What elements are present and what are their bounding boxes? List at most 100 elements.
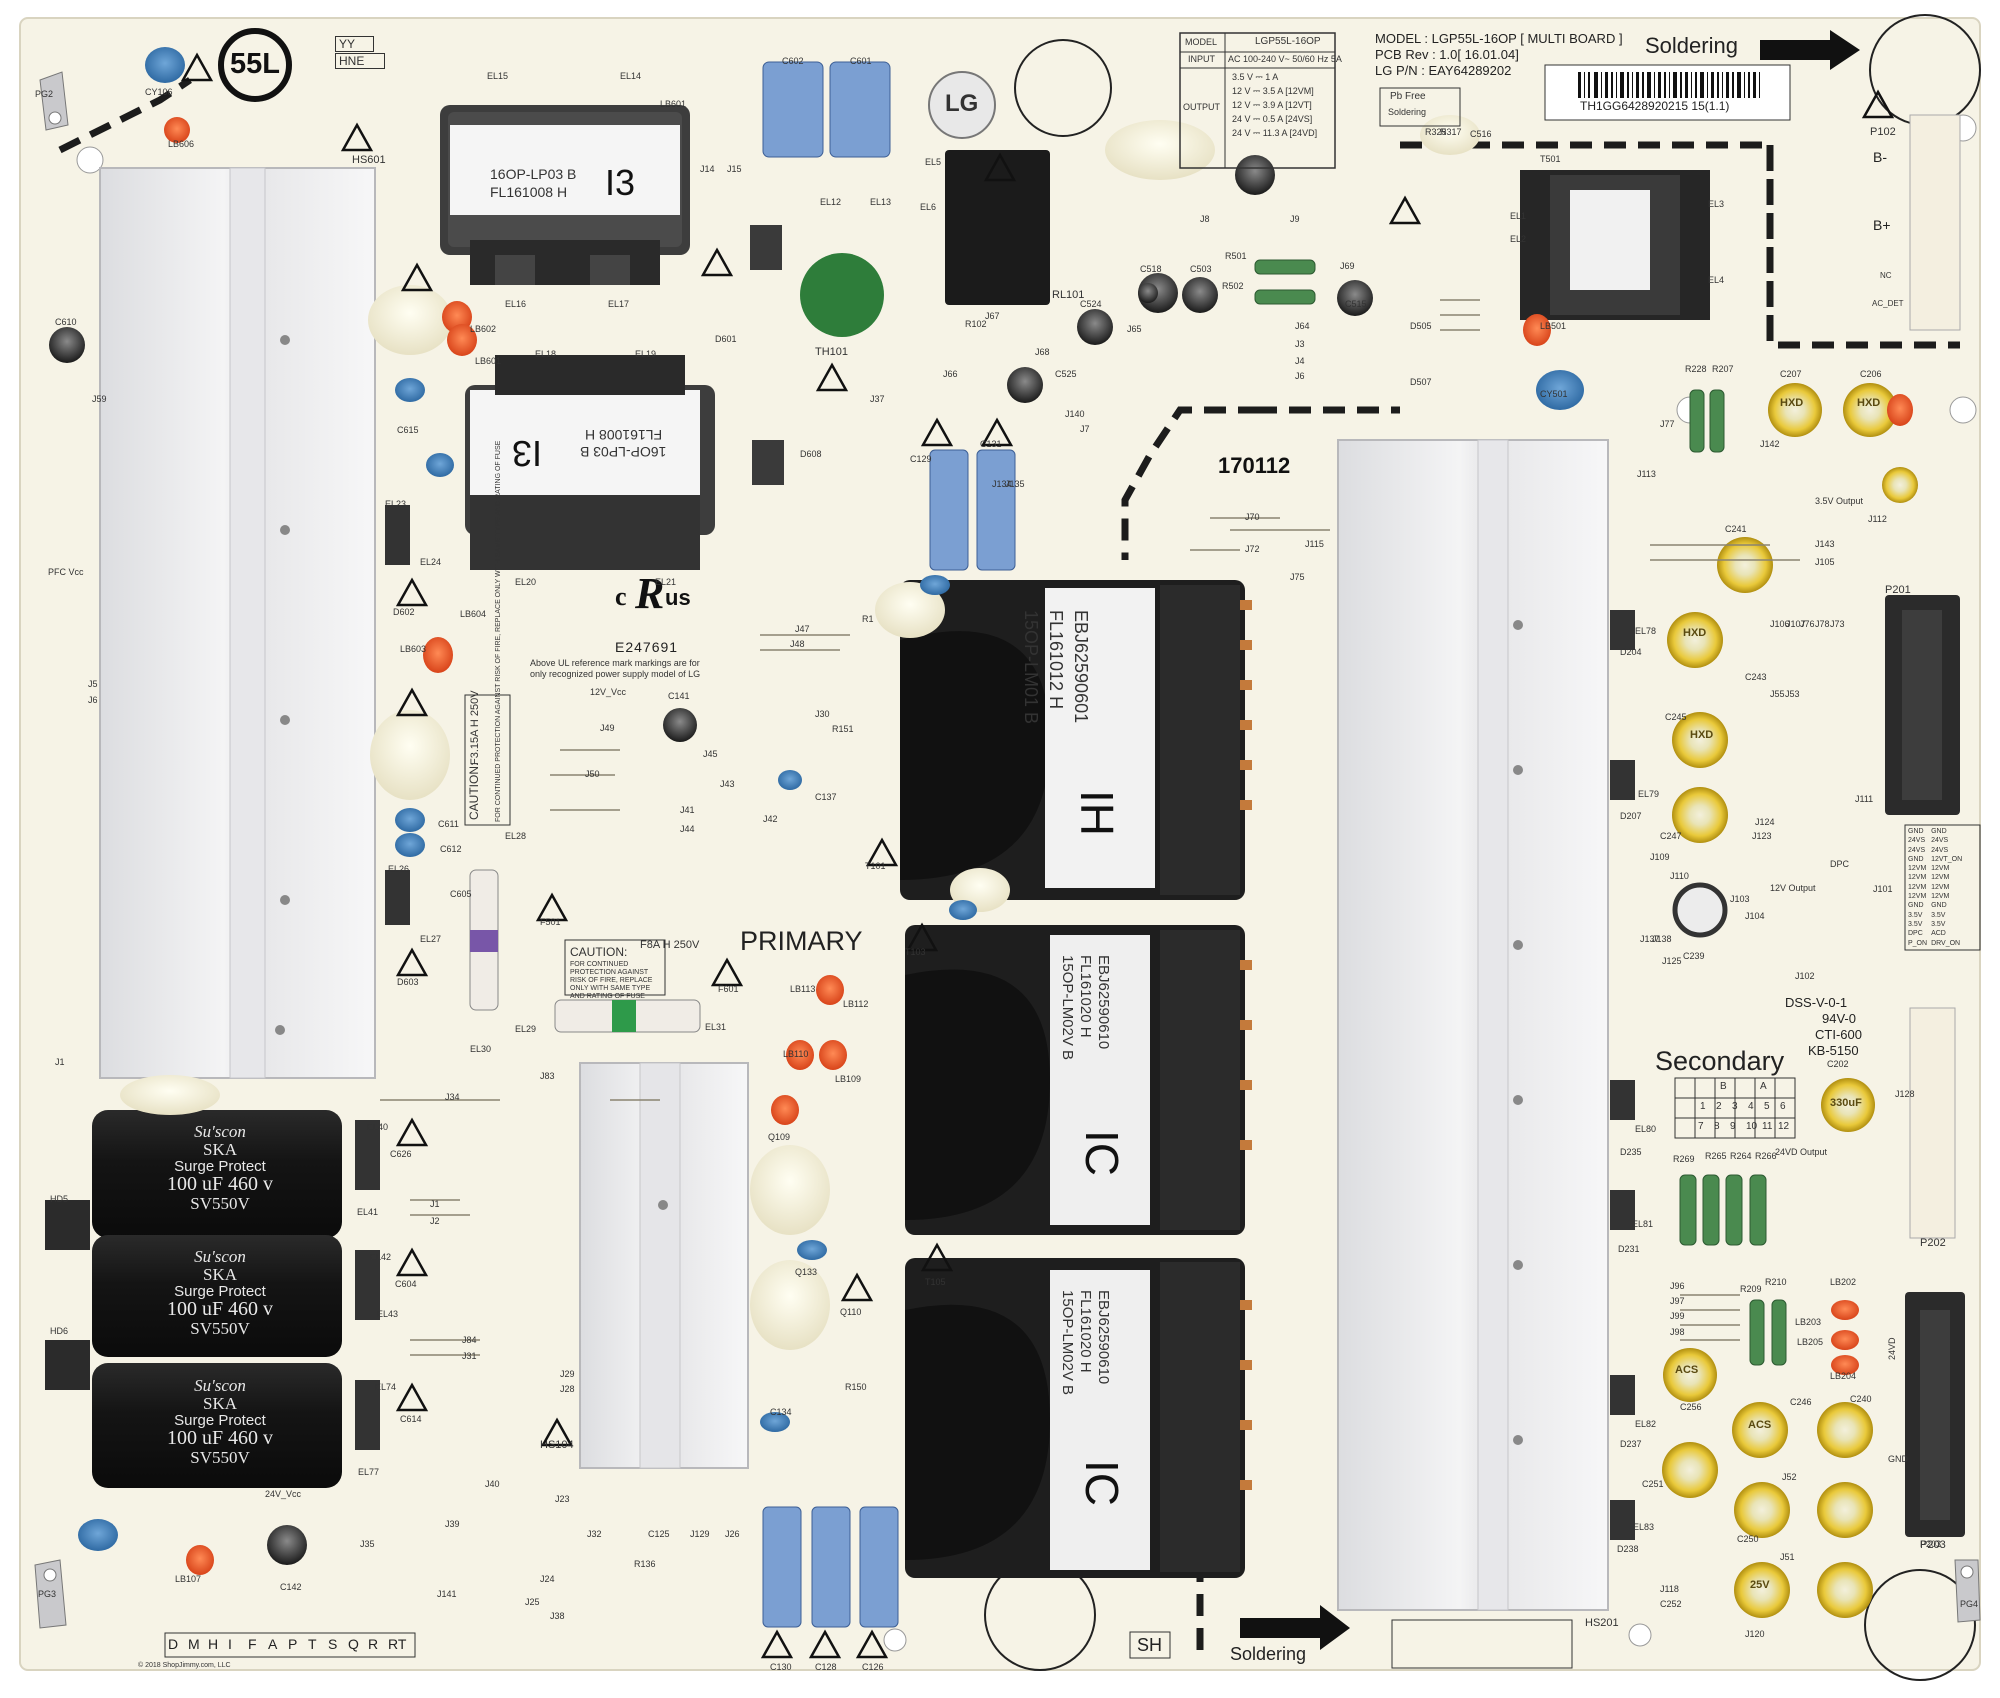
component-label: J6 <box>88 695 98 705</box>
component-label: J55 <box>1770 689 1785 699</box>
p201-pin-label: 12VM <box>1931 865 1950 873</box>
heatsink-label-1: HS601 <box>352 154 386 166</box>
component-label: J67 <box>985 311 1000 321</box>
component-label: J77 <box>1660 419 1675 429</box>
caution2-rating: F8A H 250V <box>640 939 700 951</box>
soldering-arrow-top <box>1760 30 1860 70</box>
bulk-cap-1-text: Surge Protect <box>174 1157 266 1175</box>
p201-pin-label: 24VS <box>1931 846 1949 854</box>
component-label: D204 <box>1620 647 1642 657</box>
heatsink-label-2: HS104 <box>540 1439 574 1451</box>
grid-cell: 6 <box>1780 1101 1786 1112</box>
component-label: J48 <box>790 639 805 649</box>
flammability-2: 94V-0 <box>1822 1011 1856 1026</box>
component-label: LB601 <box>475 356 502 366</box>
transformer-mid-label-1: 16OP-LP03 B <box>580 444 667 460</box>
component-label: EL6 <box>920 202 937 212</box>
component-label: C246 <box>1790 1397 1812 1407</box>
component-label: J96 <box>1670 1281 1685 1291</box>
component-label: D231 <box>1618 1244 1640 1254</box>
component-label: J102 <box>1795 971 1815 981</box>
component-label: J51 <box>1780 1552 1795 1562</box>
grid-cell: 4 <box>1748 1101 1754 1112</box>
component-label: EL43 <box>377 1309 399 1319</box>
model-table-output-5: 24 V ⎓ 11.3 A [24VD] <box>1232 128 1318 138</box>
mounting-post-pg2 <box>39 71 69 131</box>
grid-col-label: B <box>1720 1081 1727 1092</box>
thermistor-label: TH101 <box>815 346 849 358</box>
caution-box-1 <box>464 694 511 826</box>
component-label: C626 <box>390 1149 412 1159</box>
component-label: J43 <box>720 779 735 789</box>
component-label: EL17 <box>608 299 630 309</box>
component-label: C240 <box>1850 1394 1872 1404</box>
component-label: J70 <box>1245 512 1260 522</box>
llc3-label-3: EBJ62590610 <box>1095 1290 1112 1385</box>
bulk-cap-3-brand: Su'scon <box>194 1376 246 1395</box>
component-label: R502 <box>1222 281 1244 291</box>
component-label: J47 <box>795 624 810 634</box>
component-label: J28 <box>560 1384 575 1394</box>
component-label: J140 <box>1065 409 1085 419</box>
component-label: EL40 <box>367 1122 389 1132</box>
bottom-letter-row: D M H I F A P T S Q R RT <box>168 1637 412 1651</box>
component-label: EL24 <box>420 557 442 567</box>
grid-cell: 8 <box>1714 1121 1720 1132</box>
lg-logo-text: LG <box>945 90 979 117</box>
component-label: EL26 <box>388 864 410 874</box>
grid-cell: 9 <box>1730 1121 1736 1132</box>
bulk-cap-1-value: 100 uF 460 v <box>166 1173 274 1196</box>
component-label: J8 <box>1200 214 1210 224</box>
svg-text:c: c <box>615 582 627 611</box>
component-label: D237 <box>1620 1439 1642 1449</box>
component-label: 24V_Vcc <box>265 1489 302 1499</box>
component-label: EL2 <box>1510 234 1527 244</box>
bulk-cap-2-text: Surge Protect <box>174 1282 266 1300</box>
component-label: J142 <box>1760 439 1780 449</box>
grid-col-label: A <box>1760 1081 1767 1092</box>
ul-note: Above UL reference mark markings are for… <box>530 658 701 679</box>
connector-label-p201: P201 <box>1885 584 1911 596</box>
component-label: LB606 <box>168 139 195 149</box>
letter: A <box>268 1636 278 1652</box>
svg-text:us: us <box>665 585 691 610</box>
component-label: J83 <box>540 1071 555 1081</box>
component-label: LB109 <box>835 1074 862 1084</box>
component-label: J110 <box>1670 871 1689 881</box>
ul-listing: E247691 <box>615 639 679 655</box>
component-label: J107 <box>1786 619 1806 629</box>
component-label: C243 <box>1745 672 1767 682</box>
mounting-post-pg3 <box>34 1559 67 1629</box>
barcode-text: TH1GG6428920215 15(1.1) <box>1580 99 1730 113</box>
llc1-label-3: EBJ62590601 <box>1071 610 1091 724</box>
diode-d608 <box>752 440 784 485</box>
p201-pin-label: DRV_ON <box>1931 939 1961 947</box>
component-label: R209 <box>1740 1284 1762 1294</box>
component-label: J44 <box>680 824 695 834</box>
model-table-model-label: MODEL <box>1185 37 1218 47</box>
component-label: D601 <box>715 334 737 344</box>
component-label: J123 <box>1752 831 1772 841</box>
llc-transformer-t103 <box>905 925 1245 1235</box>
component-label: C131 <box>980 439 1002 449</box>
pb-free-soldering: Soldering <box>1388 107 1427 117</box>
component-label: EL14 <box>620 71 642 81</box>
connector-hd5 <box>45 1200 90 1250</box>
relay-label: RL101 <box>1052 289 1085 301</box>
secondary-label: Secondary <box>1655 1046 1785 1076</box>
component-label: 3.5V Output <box>1815 496 1864 506</box>
component-label: EL83 <box>1633 1522 1655 1532</box>
p201-pin-label: GND <box>1908 902 1924 910</box>
bulk-cap-1-brand: Su'scon <box>194 1122 246 1141</box>
component-label: D505 <box>1410 321 1432 331</box>
component-label: J5 <box>88 679 98 689</box>
component-label: C142 <box>280 1582 302 1592</box>
component-label: J138 <box>1652 934 1672 944</box>
component-label: EL41 <box>357 1207 379 1217</box>
component-label: R102 <box>965 319 987 329</box>
component-label: T105 <box>925 1277 946 1287</box>
component-label: J25 <box>525 1597 540 1607</box>
component-label: J141 <box>437 1589 457 1599</box>
llc2-label-2: FL161020 H <box>1077 955 1094 1038</box>
